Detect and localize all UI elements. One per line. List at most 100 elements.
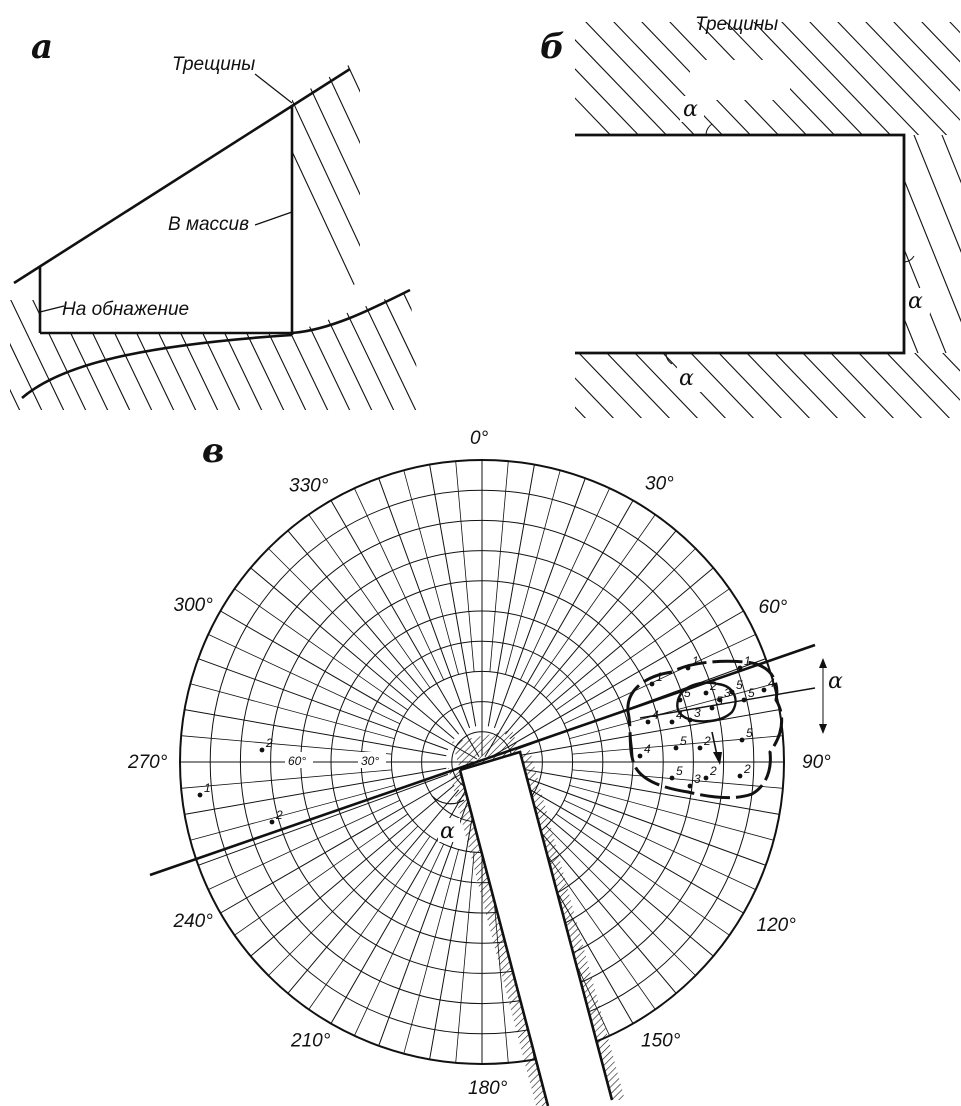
panel-a-floor-line: [40, 288, 411, 335]
pole-point: [761, 687, 767, 693]
pole-point-count: 5: [746, 726, 753, 740]
azimuth-ray: [515, 773, 766, 866]
azimuth-ray: [198, 658, 449, 751]
pole-point: [669, 719, 675, 725]
hatch-line: [914, 353, 960, 401]
hatch-line: [313, 290, 375, 410]
panel-b-alpha-top: α: [683, 97, 698, 122]
pole-point-count: 4: [644, 742, 651, 756]
azimuth-subray: [234, 588, 409, 711]
hatch-line: [575, 97, 612, 135]
dip-60-label-bg: [285, 752, 313, 768]
hatch-line: [408, 40, 548, 340]
panel-a-exposure-label: На обнажение: [62, 299, 189, 320]
hatch-line: [456, 40, 596, 340]
pole-point-count: 1: [204, 781, 211, 795]
azimuth-ray: [287, 789, 460, 994]
hatch-line: [575, 38, 668, 135]
azimuth-label: 30°: [645, 474, 674, 495]
hatch-line: [941, 135, 961, 184]
pole-point-count: 5: [684, 686, 691, 700]
azimuth-ray: [509, 567, 714, 740]
hatch-line: [225, 290, 287, 410]
panel-b-alpha-bottom: α: [679, 366, 694, 391]
azimuth-subray: [403, 470, 459, 675]
azimuth-subray: [181, 735, 392, 755]
hatch-line: [446, 290, 506, 415]
hatch-line: [292, 58, 360, 335]
azimuth-ray: [330, 500, 480, 758]
pole-point-count: 4: [768, 676, 775, 690]
hatch-line: [904, 247, 947, 353]
hatch-line: [942, 353, 960, 372]
panel-b-cracks-label: Трещины: [695, 14, 778, 35]
pole-point: [677, 697, 683, 703]
hatch-line: [292, 58, 360, 335]
azimuth-ray: [517, 709, 780, 757]
panel-a-into-mass-leader: [254, 211, 293, 226]
hatch-line: [606, 353, 671, 418]
dip-label-60: 60°: [288, 754, 306, 768]
azimuth-subray: [569, 785, 774, 841]
pole-point: [269, 819, 275, 825]
pole-point: [197, 792, 203, 798]
pole-point-count: 1: [656, 670, 663, 684]
drift-opening: [448, 730, 625, 1106]
hatch-line: [247, 290, 309, 410]
hatch-line: [893, 22, 960, 92]
panel-b-alpha-right-bg: [906, 288, 930, 314]
hatch-line: [634, 353, 699, 418]
pole-point-count: 2: [265, 736, 273, 750]
hatch-line: [809, 22, 920, 135]
azimuth-label: 240°: [173, 911, 214, 932]
hatch-line: [379, 290, 420, 410]
azimuth-ray: [487, 464, 535, 727]
hatch-line: [690, 353, 755, 418]
hatch-line: [359, 58, 360, 335]
azimuth-subray: [234, 813, 409, 936]
azimuth-ray: [484, 500, 634, 758]
polar-outer-circle: [179, 459, 785, 1065]
panel-c-label: в: [202, 431, 224, 471]
pole-point: [637, 753, 643, 759]
hatch-line: [269, 290, 331, 410]
pole-point: [649, 681, 655, 687]
azimuth-subray: [572, 735, 783, 755]
drift-right-hatch: [520, 750, 625, 1100]
azimuth-subray: [533, 514, 656, 689]
alpha-label-left: α: [440, 819, 455, 844]
azimuth-ray: [184, 709, 447, 757]
panel-b-alpha-top-bg: [680, 96, 704, 122]
hatch-line: [837, 22, 948, 135]
azimuth-subray: [455, 852, 475, 1063]
azimuth-subray: [190, 683, 395, 739]
panel-a-upper-surface: [13, 67, 351, 285]
azimuth-subray: [555, 813, 730, 936]
pole-point: [673, 745, 679, 751]
azimuth-subray: [181, 769, 392, 789]
pole-point-count: 3: [724, 686, 731, 700]
hatch-line: [10, 290, 45, 410]
panel-b-hatch-right: [800, 130, 961, 360]
hatch-line: [800, 130, 893, 360]
azimuth-ray: [250, 567, 455, 740]
alpha-label-right: α: [828, 669, 843, 694]
pole-point: [259, 747, 265, 753]
azimuth-labels: 0°30°60°90°120°150°180°210°240°270°300°3…: [127, 428, 831, 1099]
pole-point: [709, 705, 715, 711]
azimuth-subray: [572, 769, 783, 789]
azimuth-ray: [504, 530, 677, 735]
azimuth-subray: [489, 461, 509, 672]
azimuth-ray: [330, 766, 480, 1024]
pole-point-count: 5: [736, 678, 743, 692]
azimuth-label: 270°: [127, 752, 168, 773]
azimuth-subray: [268, 825, 419, 976]
azimuth-ray: [493, 478, 586, 729]
panel-b-alpha-top-arc: [705, 123, 713, 136]
hatch-line: [904, 317, 919, 353]
hatch-line: [335, 58, 360, 335]
hatch-line: [921, 22, 960, 63]
azimuth-label: 300°: [174, 595, 214, 616]
pole-point: [645, 719, 651, 725]
azimuth-label: 150°: [641, 1031, 681, 1052]
